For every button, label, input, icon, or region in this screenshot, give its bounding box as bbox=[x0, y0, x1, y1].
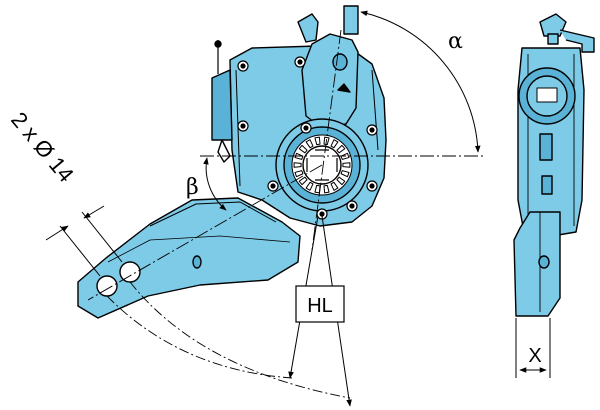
hl-box bbox=[295, 285, 345, 323]
spline-tooth bbox=[330, 181, 339, 191]
spline-tooth bbox=[294, 170, 304, 178]
mounting-hole-2 bbox=[119, 261, 141, 283]
alpha-label: α bbox=[448, 29, 463, 54]
spline-tooth bbox=[323, 184, 330, 194]
hole-spec-label: 2 x Ø 14 bbox=[6, 107, 79, 187]
spline-tooth bbox=[293, 162, 302, 168]
mounting-hole-1 bbox=[96, 275, 118, 297]
spline-tooth bbox=[342, 162, 351, 168]
hole-dimension bbox=[45, 205, 123, 277]
front-view bbox=[513, 13, 595, 317]
housing-screws bbox=[237, 56, 378, 220]
spline-tooth bbox=[305, 139, 314, 149]
beta-arc bbox=[203, 157, 227, 211]
spline-tooth bbox=[314, 136, 321, 146]
lever-arm bbox=[77, 197, 301, 319]
hl-callout bbox=[288, 215, 352, 407]
spline-tooth bbox=[340, 170, 350, 178]
spline-tooth bbox=[298, 176, 308, 186]
front-lower-arm bbox=[513, 211, 561, 317]
hl-label: HL bbox=[307, 295, 333, 317]
x-label: X bbox=[528, 345, 541, 367]
alpha-arc bbox=[360, 10, 481, 153]
front-grease-cap bbox=[539, 13, 567, 37]
spline-tooth bbox=[330, 139, 339, 149]
hub-spline bbox=[293, 136, 351, 194]
spline-tooth bbox=[298, 144, 308, 154]
arm-slot bbox=[192, 255, 202, 269]
construction-lines bbox=[87, 29, 484, 399]
side-bracket bbox=[211, 69, 233, 141]
x-dimension bbox=[515, 318, 551, 378]
grease-nipple bbox=[297, 13, 319, 43]
spline-tooth bbox=[336, 144, 346, 154]
beta-label: β bbox=[186, 175, 199, 200]
spline-tooth bbox=[336, 176, 346, 186]
top-pin bbox=[343, 5, 359, 35]
spline-tooth bbox=[305, 181, 314, 191]
side-view bbox=[77, 5, 387, 319]
